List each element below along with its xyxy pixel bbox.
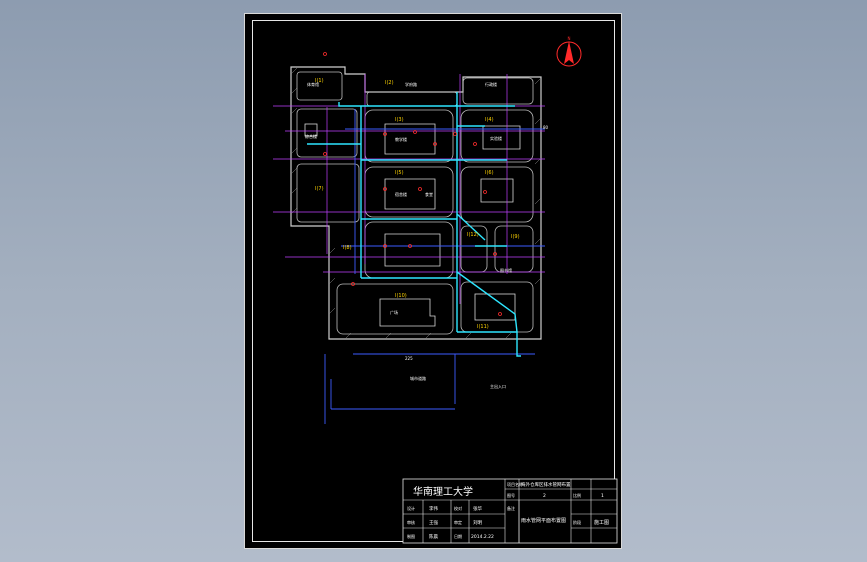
road-label: 学府路 bbox=[405, 81, 417, 87]
zone-label: I(4) bbox=[485, 117, 494, 123]
drawing-sheet: N bbox=[244, 13, 622, 549]
rain-pipe-network bbox=[307, 92, 521, 357]
zone-label: I(6) bbox=[485, 170, 494, 176]
sheet-label: 图号 bbox=[507, 492, 515, 498]
inspection-wells bbox=[323, 52, 502, 316]
project-value: 海外仓库区排水管网布置 bbox=[521, 481, 571, 488]
zone-label: I(8) bbox=[343, 245, 352, 251]
row-role: 审核 bbox=[407, 519, 415, 525]
zone-label: I(3) bbox=[395, 117, 404, 123]
zone-label: I(9) bbox=[511, 234, 520, 240]
storm-sewer-lines bbox=[324, 109, 545, 424]
zone-label: I(2) bbox=[385, 80, 394, 86]
road-label: 主出入口 bbox=[490, 383, 506, 389]
scale-value: 1 bbox=[601, 493, 604, 499]
row-role2: 校对 bbox=[454, 505, 462, 511]
building-label: 行政楼 bbox=[485, 81, 497, 87]
title-block: 华南理工大学 项目名称 海外仓库区排水管网布置 图号 2 比例 1 备注 雨水管… bbox=[402, 478, 618, 544]
building-label: 食堂 bbox=[425, 191, 433, 197]
building-label: 体育馆 bbox=[307, 81, 319, 87]
zone-label: I(1) bbox=[315, 78, 324, 84]
building-label: 综合楼 bbox=[305, 133, 317, 139]
road-label: 80 bbox=[543, 125, 549, 130]
building-label: 广场 bbox=[390, 309, 398, 315]
row-name2: 2014.2.22 bbox=[471, 534, 494, 540]
north-label: N bbox=[568, 36, 571, 41]
building-label: 教学楼 bbox=[395, 136, 407, 142]
drawing-title: 雨水管网平面布置图 bbox=[521, 517, 566, 524]
zone-label: I(5) bbox=[395, 170, 404, 176]
sheet-value: 2 bbox=[543, 493, 546, 499]
building-footprints bbox=[304, 123, 521, 327]
site-plan: N bbox=[273, 36, 618, 544]
zone-label: I(12) bbox=[467, 232, 479, 238]
zone-label: I(10) bbox=[395, 293, 407, 299]
scale-label: 比例 bbox=[573, 492, 581, 498]
row-role: 设计 bbox=[407, 505, 415, 511]
building-label: 图书馆 bbox=[500, 267, 512, 273]
row-role: 制图 bbox=[407, 533, 415, 539]
zone-label: I(11) bbox=[477, 324, 489, 330]
row-role2: 审定 bbox=[454, 519, 462, 525]
row-name2: 刘明 bbox=[473, 519, 482, 526]
building-label: 实验楼 bbox=[490, 135, 502, 141]
row-name: 李伟 bbox=[429, 505, 438, 512]
stage-value: 施工图 bbox=[594, 519, 609, 526]
school-name: 华南理工大学 bbox=[413, 485, 473, 498]
project-label: 项目名称 bbox=[507, 481, 523, 487]
row-role2: 日期 bbox=[454, 533, 462, 539]
stage-label: 阶段 bbox=[573, 519, 581, 525]
north-arrow-icon: N bbox=[556, 36, 582, 67]
city-blocks bbox=[296, 71, 534, 335]
site-boundary bbox=[290, 66, 542, 340]
row-name: 陈晨 bbox=[429, 533, 438, 540]
road-label: 225 bbox=[405, 356, 413, 361]
row-name2: 张华 bbox=[473, 505, 482, 512]
remark-label: 备注 bbox=[507, 505, 515, 511]
road-label: 城市道路 bbox=[410, 375, 426, 381]
building-label: 宿舍楼 bbox=[395, 191, 407, 197]
row-name: 王强 bbox=[429, 520, 438, 526]
zone-label: I(7) bbox=[315, 186, 324, 192]
